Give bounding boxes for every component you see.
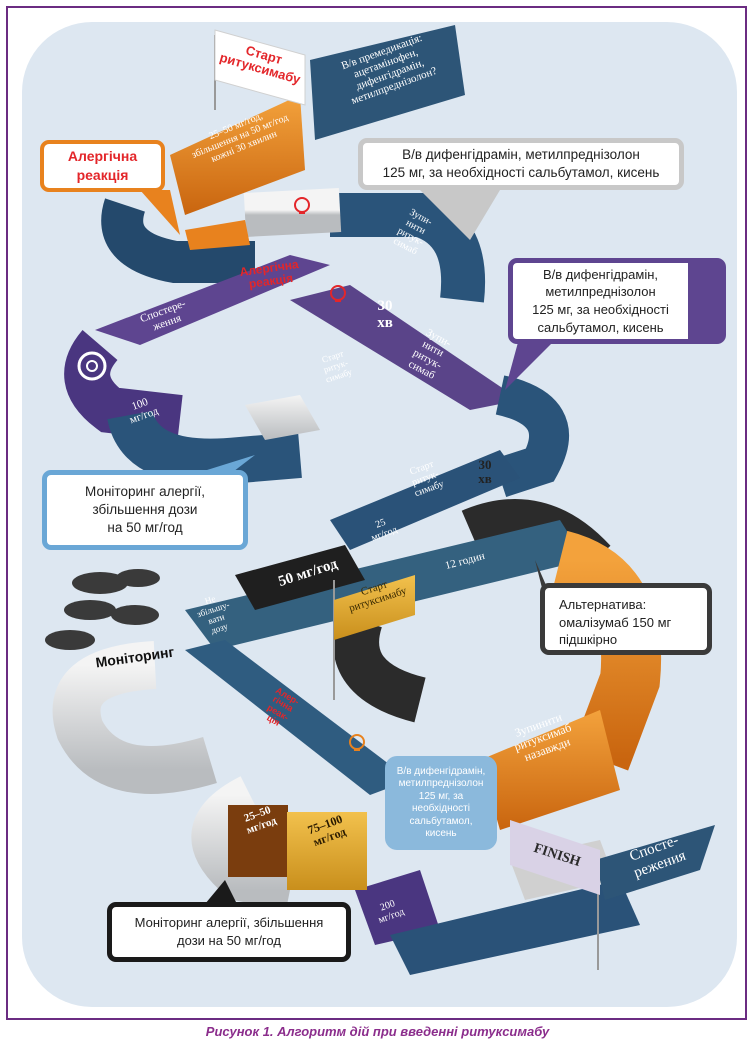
pointer-purple [505, 335, 555, 390]
track-premed-tile [310, 25, 465, 140]
alternative-title: Альтернатива: [559, 597, 647, 612]
flag-banner-top [214, 29, 306, 106]
track-blue-diag-mid [330, 450, 520, 550]
flag-banner-finish [510, 820, 600, 895]
gear-icon [77, 351, 107, 381]
callout-dark-right: Альтернатива: омалізумаб 150 мг підшкірн… [540, 583, 712, 655]
pointer-gray-top [420, 190, 500, 240]
callout-blue-left: Моніторинг алергії, збільшення дози на 5… [42, 470, 248, 550]
track-gray-mid [245, 395, 320, 440]
thirty-min-1-label: 30 хв [377, 298, 393, 331]
allergic-reaction-1-text: Алергічна реакція [67, 148, 138, 183]
thirty-min-2-label: 30 хв [478, 457, 492, 487]
cloud-icon [45, 569, 160, 650]
callout-black-bottom: Моніторинг алергії, збільшення дози на 5… [107, 902, 351, 962]
lightbulb-icon [330, 285, 346, 302]
callout-bubble-bottom: В/в дифенгідрамін, метилпреднізолон 125 … [385, 756, 497, 850]
track-bottom-blue [390, 880, 640, 975]
track-orange-stop [480, 710, 620, 830]
track-curve-black-lower [333, 612, 427, 723]
track-bottom-purple [355, 870, 440, 945]
track-purple-main [95, 255, 330, 345]
track-black-tile [235, 545, 365, 610]
track-blue-long [185, 640, 410, 795]
figure-caption: Рисунок 1. Алгоритм дій при введенні рит… [205, 1024, 550, 1039]
track-orange-top [170, 95, 305, 215]
track-curve-top-right [330, 193, 485, 303]
track-observation-end [595, 825, 715, 900]
box-25-50 [228, 805, 288, 877]
track-curve-gray-top [243, 188, 342, 237]
lightbulb-icon [294, 197, 310, 214]
track-curve-mid [107, 409, 302, 485]
allergic-reaction-callout-1: Алергічна реакція [40, 140, 165, 192]
track-purple-diag [290, 285, 520, 410]
track-curve-top-left [101, 198, 255, 283]
pointer-orange-left [140, 190, 180, 235]
track-curve-right-mid [493, 375, 569, 498]
lightbulb-icon [349, 734, 365, 751]
track-orange-disc [185, 220, 250, 250]
track-gray-ring [52, 641, 217, 794]
alternative-body: омалізумаб 150 мг підшкірно [559, 614, 672, 648]
box-75-100 [287, 812, 367, 890]
flag-banner-mid [334, 575, 415, 640]
callout-purple-right: В/в дифенгідрамін, метилпреднізолон 125 … [508, 258, 726, 344]
callout-gray-top: В/в дифенгідрамін, метилпреднізолон 125 … [358, 138, 684, 190]
